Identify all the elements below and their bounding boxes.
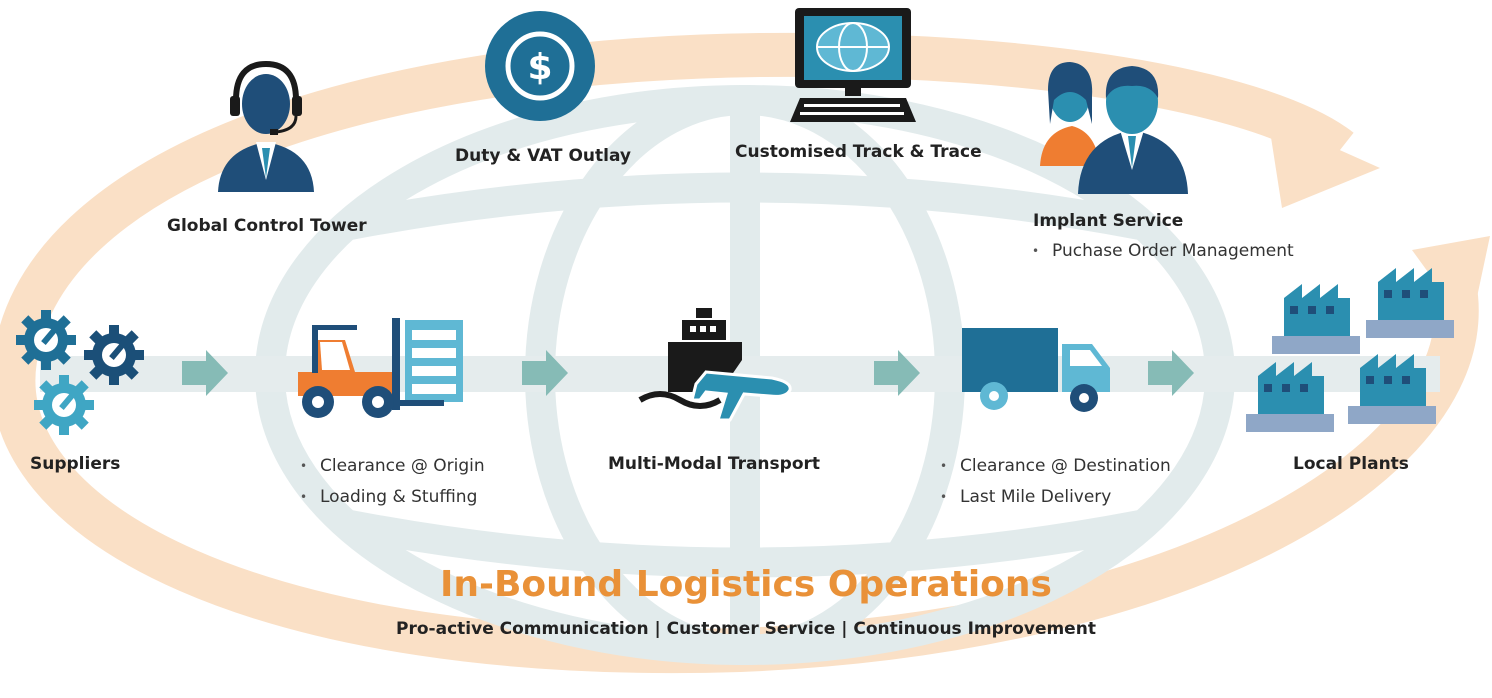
svg-text:$: $ — [527, 47, 552, 88]
label-track-trace: Customised Track & Trace — [735, 142, 982, 162]
orbit-arrowhead-right — [1412, 236, 1490, 330]
implant-service-bullets: Puchase Order Management — [1030, 236, 1294, 267]
label-suppliers: Suppliers — [30, 454, 121, 474]
flow-arrow-3 — [874, 350, 920, 396]
label-global-control-tower: Global Control Tower — [167, 216, 367, 236]
ship-plane-icon — [638, 308, 792, 422]
orbit-arrowhead-top — [1268, 118, 1380, 208]
flow-arrow-4 — [1148, 350, 1194, 396]
diagram-subtitle: Pro-active Communication | Customer Serv… — [396, 619, 1096, 639]
bullet-item: Loading & Stuffing — [298, 482, 485, 513]
gears-icon — [16, 310, 144, 435]
label-local-plants: Local Plants — [1293, 454, 1409, 474]
bullet-item: Puchase Order Management — [1030, 236, 1294, 267]
factories-icon — [1246, 268, 1454, 432]
origin-bullets: Clearance @ Origin Loading & Stuffing — [298, 451, 485, 513]
label-multi-modal-transport: Multi-Modal Transport — [608, 454, 821, 474]
bullet-item: Last Mile Delivery — [938, 482, 1171, 513]
label-implant-service: Implant Service — [1033, 211, 1184, 231]
business-people-icon — [1040, 62, 1188, 194]
bullet-item: Clearance @ Destination — [938, 451, 1171, 482]
computer-globe-icon — [790, 8, 916, 122]
destination-bullets: Clearance @ Destination Last Mile Delive… — [938, 451, 1171, 513]
flow-arrow-2 — [522, 350, 568, 396]
flow-arrows — [182, 350, 1194, 396]
diagram-title: In-Bound Logistics Operations — [440, 564, 1052, 605]
forklift-icon — [298, 318, 463, 418]
dollar-coin-icon: $ — [485, 11, 595, 121]
flow-arrow-1 — [182, 350, 228, 396]
label-duty-vat-outlay: Duty & VAT Outlay — [455, 146, 631, 166]
truck-icon — [962, 328, 1110, 412]
bullet-item: Clearance @ Origin — [298, 451, 485, 482]
orbit-ring — [0, 32, 1490, 673]
headset-agent-icon — [218, 60, 314, 192]
